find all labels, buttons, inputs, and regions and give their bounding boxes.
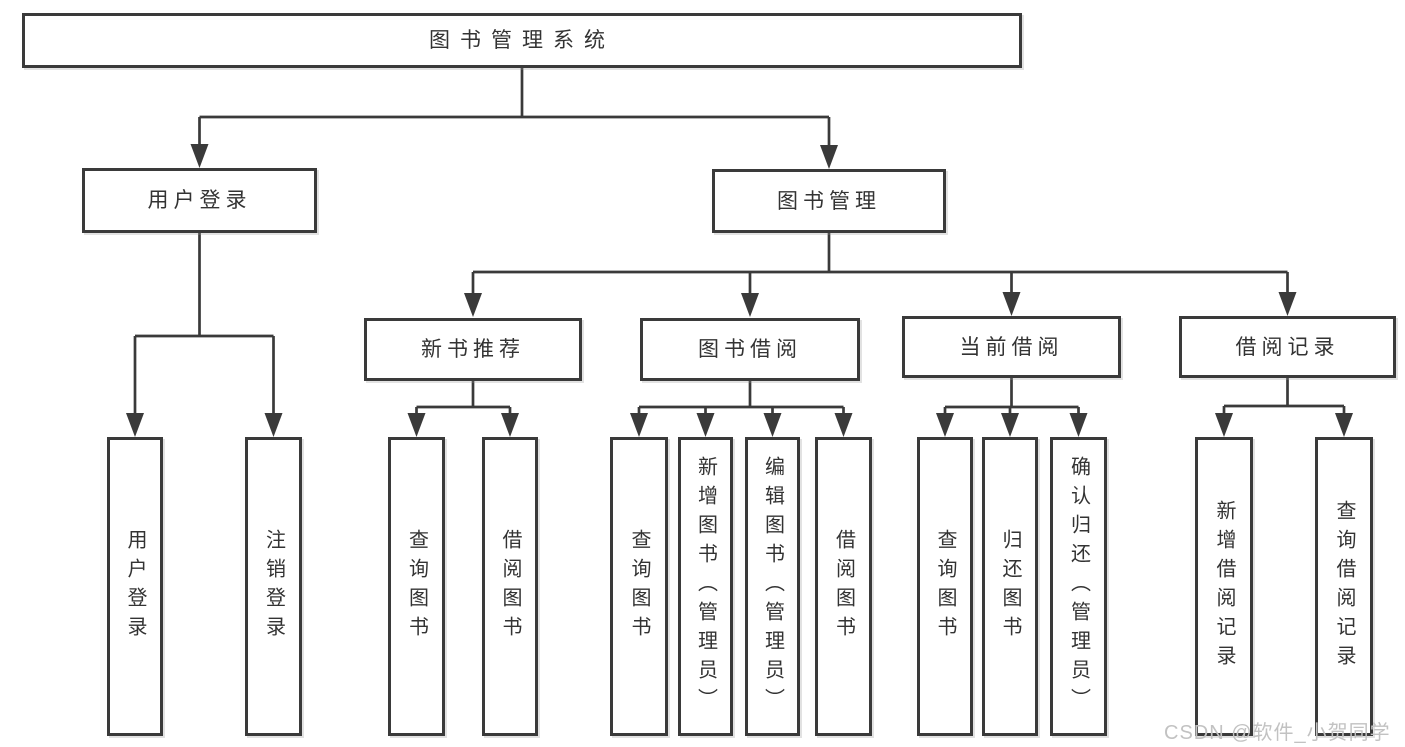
arrowheads — [126, 144, 1353, 437]
node-borrowing-records: 借阅记录 — [1179, 316, 1396, 378]
leaf-user-login: 用户登录 — [107, 437, 163, 736]
node-label: 查询借阅记录 — [1333, 499, 1355, 674]
node-label: 图书借阅 — [698, 338, 802, 361]
node-label: 查询图书 — [628, 528, 650, 645]
node-label: 新增借阅记录 — [1213, 499, 1235, 674]
node-current-borrowing: 当前借阅 — [902, 316, 1121, 378]
node-label: 借阅记录 — [1235, 335, 1340, 359]
node-label: 注销登录 — [262, 528, 285, 645]
leaf-edit-books-admin: 编辑图书（管理员） — [745, 437, 800, 736]
leaf-query-books-current: 查询图书 — [917, 437, 973, 736]
leaf-confirm-return-admin: 确认归还（管理员） — [1050, 437, 1107, 736]
leaf-return-books: 归还图书 — [982, 437, 1038, 736]
node-label: 借阅图书 — [832, 528, 855, 645]
node-label: 查询图书 — [934, 528, 956, 645]
leaf-add-borrow-record: 新增借阅记录 — [1195, 437, 1253, 736]
node-label: 查询图书 — [405, 528, 428, 645]
leaf-add-books-admin: 新增图书（管理员） — [678, 437, 733, 736]
leaf-query-books-recommend: 查询图书 — [388, 437, 445, 736]
node-label: 新书推荐 — [421, 338, 525, 361]
node-label: 用户登录 — [124, 528, 146, 645]
node-book-management: 图书管理 — [712, 169, 946, 233]
leaf-query-borrow-record: 查询借阅记录 — [1315, 437, 1373, 736]
node-label: 归还图书 — [999, 528, 1021, 645]
leaf-borrow-books-borrowing: 借阅图书 — [815, 437, 872, 736]
node-label: 确认归还（管理员） — [1067, 456, 1090, 717]
node-new-book-recommendation: 新书推荐 — [364, 318, 582, 381]
leaf-query-books-borrowing: 查询图书 — [610, 437, 668, 736]
node-label: 编辑图书（管理员） — [761, 456, 784, 717]
node-book-borrowing: 图书借阅 — [640, 318, 860, 381]
node-label: 当前借阅 — [959, 335, 1064, 359]
watermark: CSDN @软件_小贺同学 — [1164, 722, 1391, 744]
node-library-system: 图书管理系统 — [22, 13, 1022, 68]
leaf-logout: 注销登录 — [245, 437, 302, 736]
node-label: 图书管理系统 — [429, 29, 615, 52]
node-user-login: 用户登录 — [82, 168, 317, 233]
leaf-borrow-books-recommend: 借阅图书 — [482, 437, 538, 736]
node-label: 图书管理 — [777, 189, 881, 213]
node-label: 用户登录 — [147, 189, 252, 212]
node-label: 新增图书（管理员） — [694, 456, 717, 717]
node-label: 借阅图书 — [499, 528, 521, 645]
